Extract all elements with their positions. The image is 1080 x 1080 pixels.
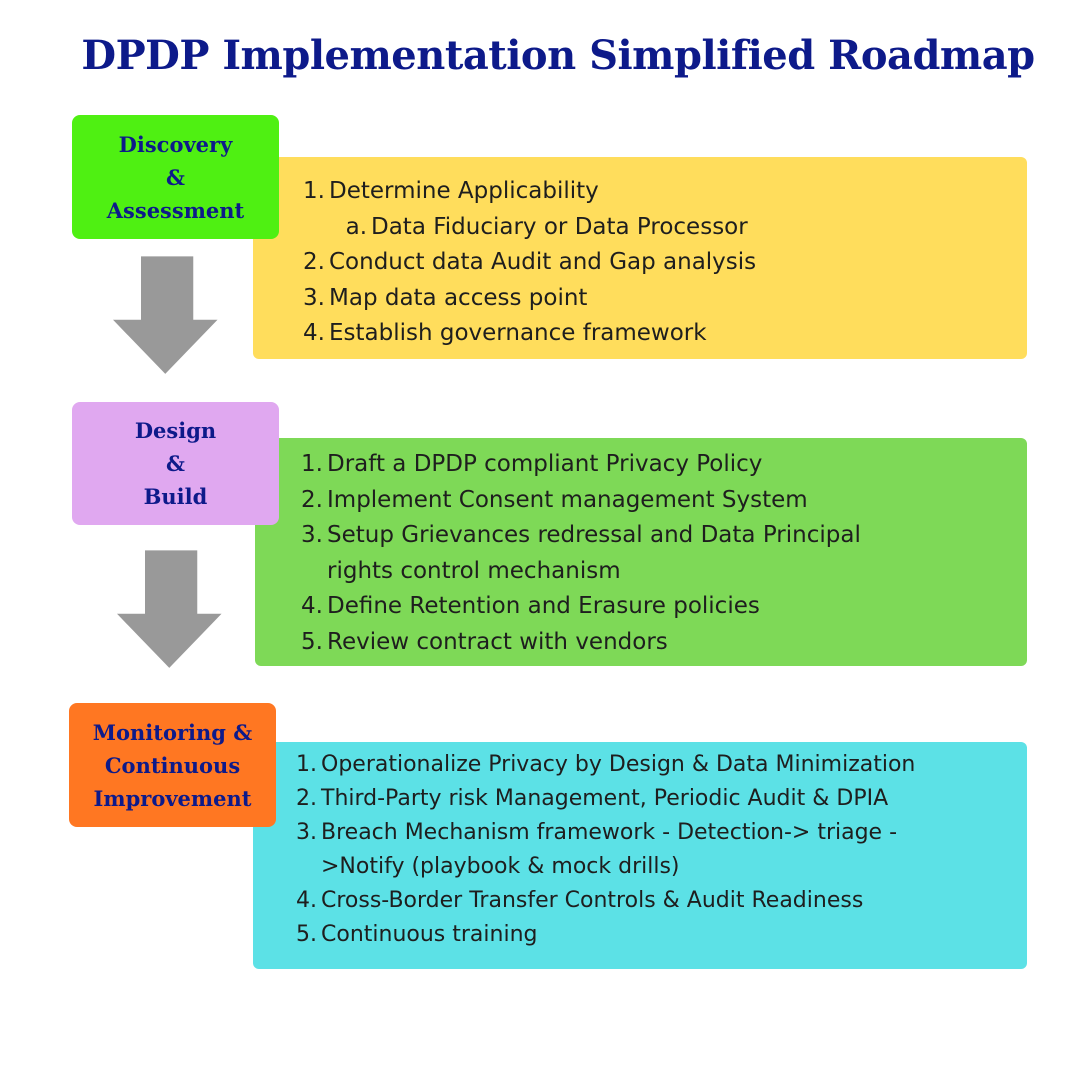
task-item: 2.Third-Party risk Management, Periodic … xyxy=(293,782,1027,816)
task-number: 3. xyxy=(296,820,317,845)
down-arrow-icon xyxy=(113,256,218,374)
task-item: 4.Define Retention and Erasure policies xyxy=(299,589,1027,625)
task-number xyxy=(299,554,327,590)
task-text: Review contract with vendors xyxy=(327,628,668,655)
task-text: Breach Mechanism framework - Detection->… xyxy=(321,820,898,845)
task-text: Determine Applicability xyxy=(329,178,599,204)
task-number: 5. xyxy=(301,628,323,655)
task-item: 3.Breach Mechanism framework - Detection… xyxy=(293,816,1027,850)
task-item: 3.Map data access point xyxy=(301,281,1027,317)
task-item: 1.Draft a DPDP compliant Privacy Policy xyxy=(299,447,1027,483)
task-text: Implement Consent management System xyxy=(327,486,808,513)
stage-label-line: Assessment xyxy=(106,197,245,223)
task-text: Third-Party risk Management, Periodic Au… xyxy=(321,786,889,811)
task-item: 4.Establish governance framework xyxy=(301,316,1027,352)
task-number: 5. xyxy=(296,922,317,947)
task-number: 2. xyxy=(303,249,325,275)
stage-label: Monitoring & Continuous Improvement xyxy=(93,716,252,815)
task-text: Continuous training xyxy=(321,922,538,947)
task-text: >Notify (playbook & mock drills) xyxy=(321,854,680,879)
task-number: 4. xyxy=(303,320,325,346)
task-item: >Notify (playbook & mock drills) xyxy=(293,850,1027,884)
task-text: rights control mechanism xyxy=(327,557,621,584)
task-number: a. xyxy=(345,213,367,240)
task-item: 1.Determine Applicability xyxy=(301,174,1027,210)
stage-discovery-assessment: Discovery & Assessment xyxy=(72,115,279,239)
task-item: 2.Conduct data Audit and Gap analysis xyxy=(301,245,1027,281)
task-text: Cross-Border Transfer Controls & Audit R… xyxy=(321,888,864,913)
panel-monitoring-improvement: 1.Operationalize Privacy by Design & Dat… xyxy=(253,742,1027,969)
task-item: rights control mechanism xyxy=(299,554,1027,590)
stage-label-line: Discovery xyxy=(118,131,233,157)
task-number: 4. xyxy=(301,593,323,619)
task-number: 4. xyxy=(296,888,317,913)
task-number: 1. xyxy=(303,178,325,204)
task-text: Setup Grievances redressal and Data Prin… xyxy=(327,522,861,548)
task-number: 3. xyxy=(301,522,323,548)
task-text: Operationalize Privacy by Design & Data … xyxy=(321,752,916,777)
task-number: 1. xyxy=(296,752,317,777)
stage-label-line: Monitoring & xyxy=(92,719,253,745)
diagram-title: DPDP Implementation Simplified Roadmap xyxy=(81,32,1035,79)
stage-label-line: Improvement xyxy=(93,785,252,811)
down-arrow-icon xyxy=(117,550,222,668)
task-list: 1.Operationalize Privacy by Design & Dat… xyxy=(293,748,1027,952)
task-item: 5.Review contract with vendors xyxy=(299,625,1027,661)
down-arrow-icon xyxy=(113,256,218,374)
stage-design-build: Design & Build xyxy=(72,402,279,525)
down-arrow-icon xyxy=(117,550,222,668)
task-item: a.Data Fiduciary or Data Processor xyxy=(301,210,1027,246)
task-text: Map data access point xyxy=(329,284,588,311)
stage-label: Discovery & Assessment xyxy=(107,128,245,227)
task-text: Conduct data Audit and Gap analysis xyxy=(329,249,757,275)
task-item: 4.Cross-Border Transfer Controls & Audit… xyxy=(293,884,1027,918)
task-item: 1.Operationalize Privacy by Design & Dat… xyxy=(293,748,1027,782)
task-item: 3.Setup Grievances redressal and Data Pr… xyxy=(299,518,1027,554)
stage-label-line: & xyxy=(166,164,185,190)
task-text: Establish governance framework xyxy=(329,320,707,346)
stage-label-line: Design xyxy=(134,418,217,443)
task-text: Draft a DPDP compliant Privacy Policy xyxy=(327,451,763,477)
task-number: 2. xyxy=(301,486,323,513)
task-text: Data Fiduciary or Data Processor xyxy=(371,213,748,240)
task-text: Define Retention and Erasure policies xyxy=(327,593,760,619)
stage-label-line: Continuous xyxy=(104,752,241,778)
task-number: 3. xyxy=(303,284,325,311)
stage-label: Design & Build xyxy=(135,414,216,513)
task-item: 2.Implement Consent management System xyxy=(299,483,1027,519)
stage-label-line: Build xyxy=(143,484,208,509)
stage-label-line: & xyxy=(166,451,185,476)
task-item: 5. Continuous training xyxy=(293,918,1027,952)
task-number: 2. xyxy=(296,786,317,811)
task-number xyxy=(293,850,321,884)
stage-monitoring-improvement: Monitoring & Continuous Improvement xyxy=(69,703,276,827)
task-number: 1. xyxy=(301,451,323,477)
